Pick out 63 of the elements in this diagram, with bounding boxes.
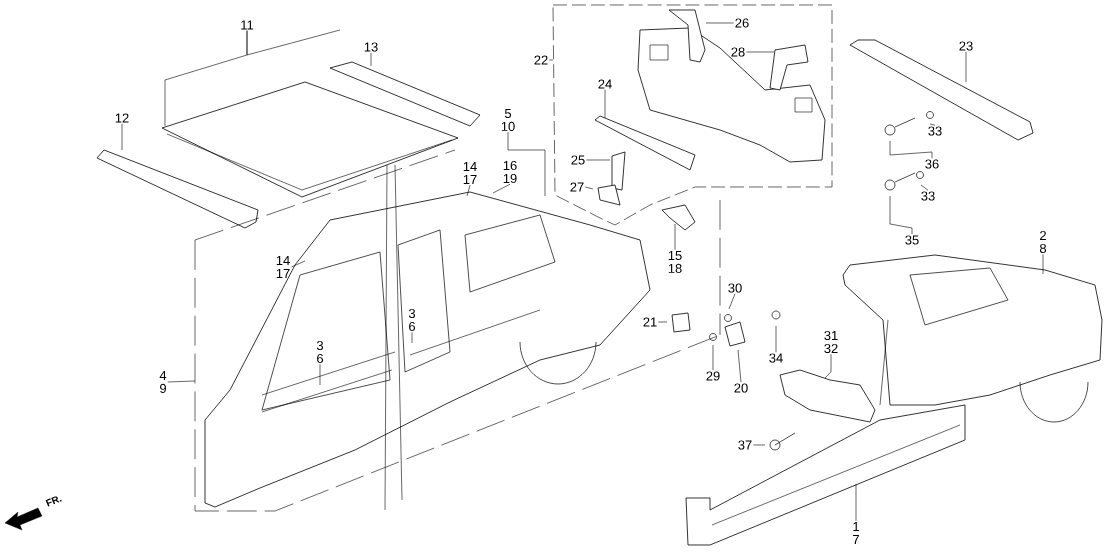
leader-line [370,52,372,67]
leader-line [920,184,929,191]
callout-number: 27 [570,182,584,192]
callout-number: 22 [534,55,548,65]
callout-number: 24 [598,79,612,89]
leader-line [1042,253,1044,275]
leader-line [549,59,554,61]
leader-line [658,321,668,323]
callout-number: 37 [738,440,752,450]
callout-number: 25 [571,155,585,165]
leader-line [889,195,913,235]
leader-line [167,380,196,383]
callout-stack: 4 9 [159,371,167,393]
callout-stack: 16 19 [503,160,517,184]
callout-number: 28 [731,47,745,57]
callout-number: 35 [905,235,919,245]
leader-line [824,353,832,379]
callout-stack: 31 32 [824,330,838,354]
callout-number: 11 [241,20,254,30]
leader-line [705,22,734,24]
callout-stack: 3 6 [316,340,324,364]
leader-line [246,29,341,56]
callout-stack: 14 17 [463,162,477,184]
leader-line [585,186,594,190]
leader-line [466,184,471,197]
leader-line [728,293,736,310]
leader-line [121,123,123,151]
callout-stack: 14 17 [276,256,290,278]
callout-stack: 2 8 [1039,230,1047,254]
leader-line [889,140,933,159]
leader-line [604,89,606,119]
leader-line [775,325,777,353]
callout-number: 23 [959,41,973,51]
callout-number: 29 [706,371,720,381]
leader-line [746,51,775,53]
leader-line [674,223,676,251]
direction-label: FR. [45,496,62,507]
callout-stack: 1 7 [853,522,859,544]
callout-number: 30 [728,283,742,293]
callout-number: 33 [921,191,935,201]
callout-number: 26 [735,18,749,28]
leader-line [712,344,714,371]
callout-number: 33 [928,126,942,136]
leader-line [291,260,306,268]
callout-stack: 3 6 [408,308,416,332]
leader-line [507,131,546,197]
callout-number: 21 [643,317,657,327]
callout-number: 20 [734,383,748,393]
leader-line [586,159,611,161]
callout-number: 13 [364,42,378,52]
leader-line [319,363,321,386]
leader-line [753,444,766,446]
leader-line [411,331,413,344]
leader-line [929,123,936,126]
leader-line [855,483,857,522]
callout-number: 12 [115,113,129,123]
callout-stack: 5 10 [501,109,515,131]
leader-line [737,349,742,383]
leader-line [492,183,511,194]
callout-stack: 15 18 [668,251,682,273]
callout-number: 36 [925,159,939,169]
callout-number: 34 [769,353,783,363]
leader-line [965,51,967,83]
